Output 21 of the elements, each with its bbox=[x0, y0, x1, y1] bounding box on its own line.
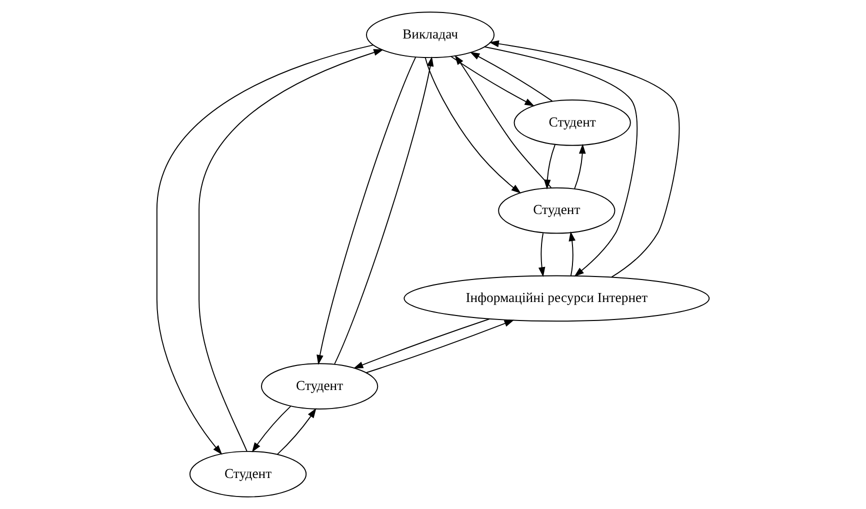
node-ellipse: Викладач bbox=[366, 12, 495, 58]
arrow bbox=[489, 40, 680, 278]
arrow bbox=[450, 56, 535, 106]
arrow bbox=[353, 318, 490, 369]
node-ellipse: Студент bbox=[189, 450, 307, 498]
arrow bbox=[574, 144, 586, 190]
node-ellipse: Студент bbox=[260, 363, 378, 410]
arrow bbox=[276, 408, 316, 455]
arrow bbox=[424, 57, 522, 194]
arrow bbox=[316, 56, 416, 365]
arrow bbox=[470, 52, 553, 102]
arrow bbox=[538, 232, 546, 277]
arrow bbox=[252, 406, 292, 452]
arrow bbox=[568, 231, 576, 276]
arrow bbox=[156, 44, 374, 455]
arrow bbox=[198, 49, 384, 452]
arrow bbox=[484, 46, 638, 277]
arrow bbox=[334, 56, 434, 364]
node-ellipse: Студент bbox=[498, 187, 616, 234]
arrow bbox=[366, 320, 514, 374]
node-ellipse: Інформаційні ресурси Інтернет bbox=[404, 275, 710, 322]
